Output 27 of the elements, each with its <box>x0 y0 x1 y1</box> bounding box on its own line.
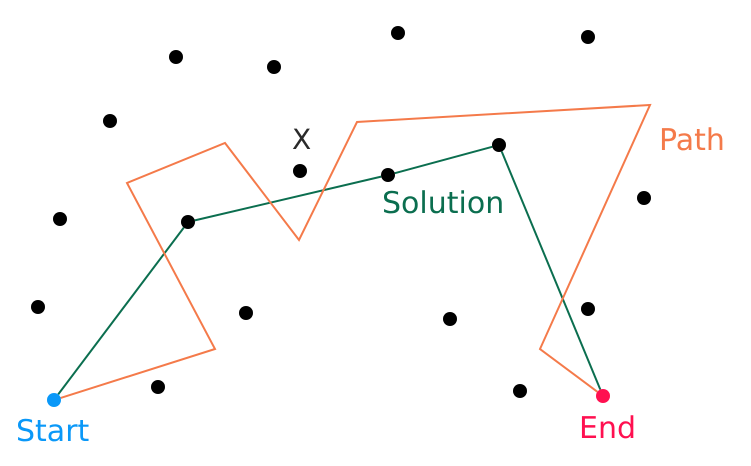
point-dot <box>239 306 253 320</box>
point-dot <box>267 60 281 74</box>
point-dot <box>443 312 457 326</box>
point-dot <box>637 191 651 205</box>
point-dot <box>596 389 610 403</box>
point-dot <box>581 302 595 316</box>
point-dot <box>151 380 165 394</box>
connector-line <box>394 146 492 174</box>
connector-line <box>60 104 652 399</box>
connector-line <box>57 227 185 395</box>
connector-line <box>194 176 382 222</box>
point-dot <box>391 26 405 40</box>
point-dot <box>181 215 195 229</box>
point-dot <box>293 164 307 178</box>
point-label: Start <box>16 417 90 447</box>
point-dot <box>492 138 506 152</box>
point-label: End <box>579 414 636 444</box>
point-dot <box>47 393 61 407</box>
point-label: X <box>292 126 312 154</box>
point-dot <box>169 50 183 64</box>
point-dot <box>31 300 45 314</box>
point-dot <box>103 114 117 128</box>
connector-line <box>500 151 602 390</box>
point-dot <box>53 212 67 226</box>
point-dot <box>581 30 595 44</box>
point-dot <box>381 168 395 182</box>
point-dot <box>513 384 527 398</box>
